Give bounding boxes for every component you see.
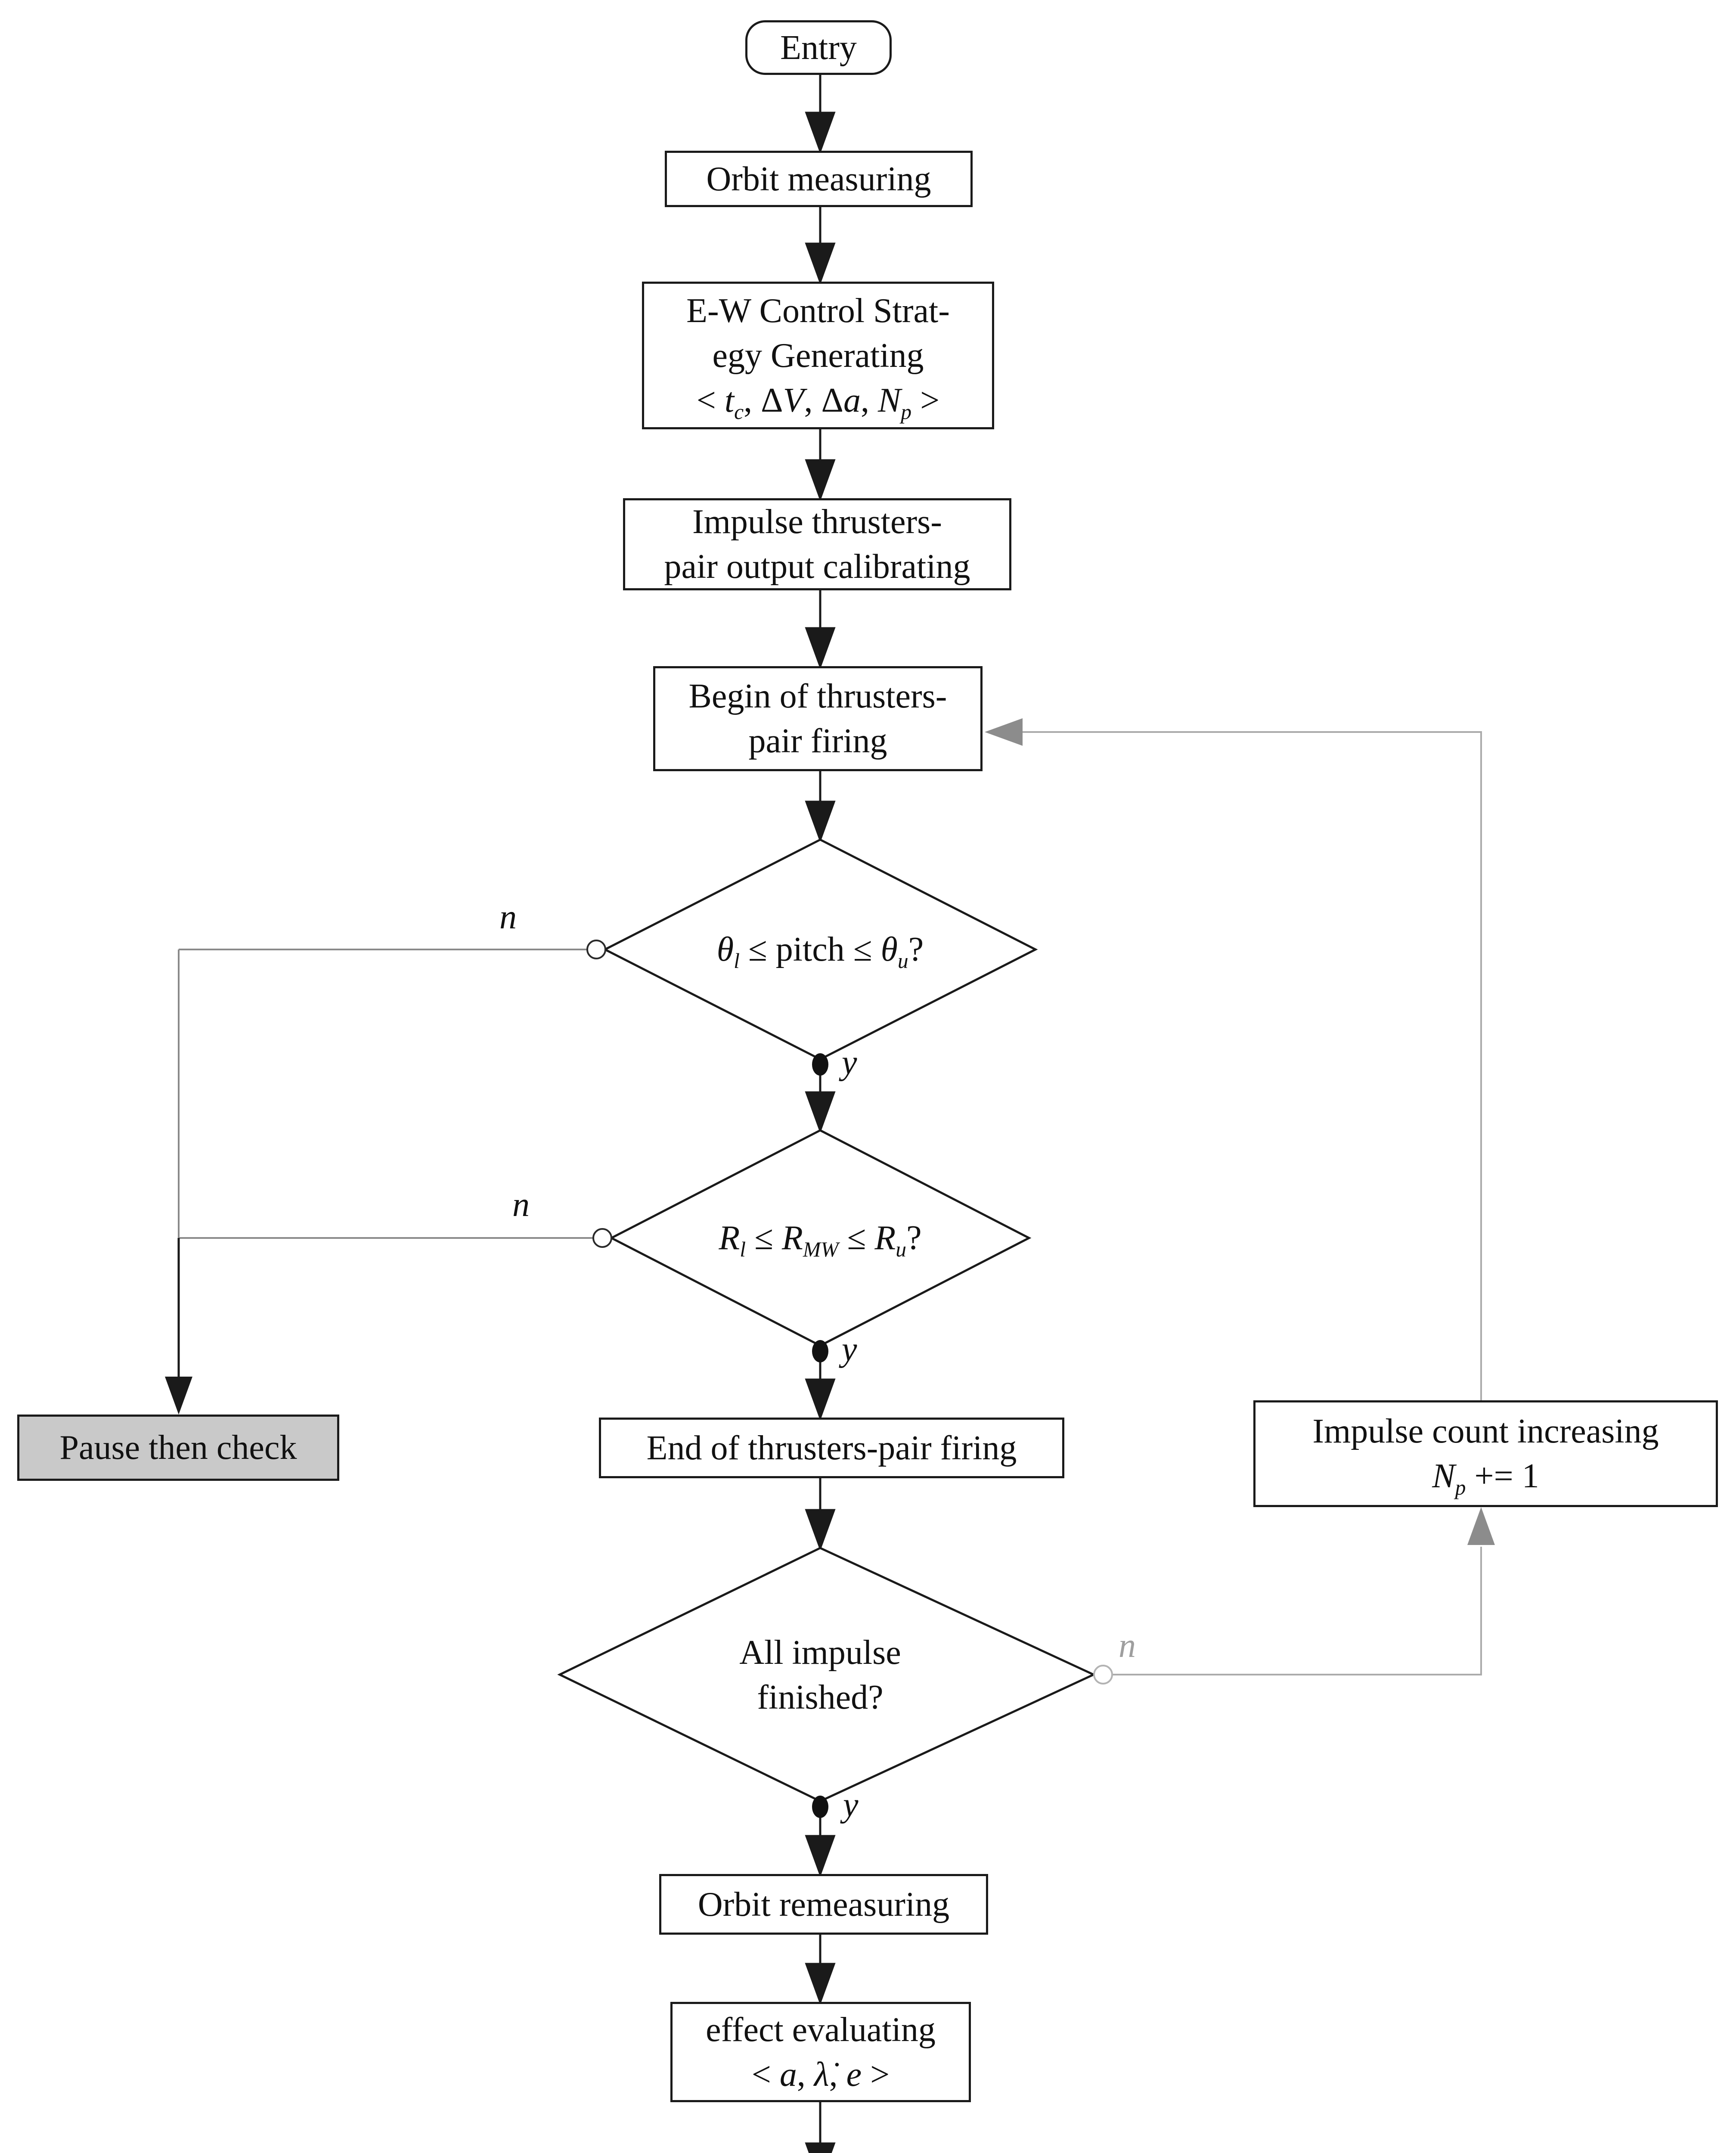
math-part: t — [724, 381, 735, 419]
math-part: > — [862, 2055, 890, 2094]
math-part: MW — [803, 1238, 839, 1261]
math-part: ≤ pitch ≤ — [739, 931, 881, 968]
main-flow-arrows — [805, 75, 836, 2153]
math-part: N — [877, 381, 901, 419]
math-part: ? — [906, 1219, 922, 1257]
math-part: Δ — [821, 381, 843, 419]
all-impulse-line2: finished? — [757, 1678, 884, 1716]
orbit-measuring-node: Orbit measuring — [665, 151, 973, 207]
loop-no-path — [985, 718, 1495, 1675]
math-part: R — [781, 1219, 803, 1257]
math-part: l — [740, 1238, 746, 1261]
impulse-calibrating-line2: pair output calibrating — [664, 548, 970, 586]
math-part: < — [696, 381, 725, 419]
effect-evaluating-line1: effect evaluating — [706, 2010, 936, 2049]
effect-evaluating-math: < a, λ̇, e > — [752, 2052, 890, 2097]
no-label-radius: n — [512, 1186, 530, 1224]
arrowhead-up-icon — [1467, 1507, 1495, 1545]
yes-label-radius: y — [842, 1331, 857, 1368]
begin-firing-line2: pair firing — [748, 722, 887, 760]
math-part: , — [860, 381, 878, 419]
begin-firing-node: Begin of thrusters- pair firing — [653, 666, 983, 771]
math-part: λ̇ — [814, 2055, 829, 2094]
pitch-check-text: θl ≤ pitch ≤ θu? — [605, 904, 1035, 995]
begin-firing-line1: Begin of thrusters- — [688, 677, 947, 715]
math-part: < — [751, 2055, 780, 2094]
yes-branch-dot-icon — [812, 1053, 828, 1076]
end-firing-node: End of thrusters-pair firing — [599, 1418, 1064, 1478]
math-part: N — [1432, 1457, 1455, 1495]
math-part: , — [744, 381, 761, 419]
math-part: p — [1455, 1476, 1466, 1499]
all-impulse-text: All impulse finished? — [562, 1610, 1079, 1740]
orbit-measuring-label: Orbit measuring — [706, 160, 931, 198]
no-label-pitch: n — [499, 898, 517, 936]
end-firing-label: End of thrusters-pair firing — [646, 1429, 1017, 1467]
no-branch-circle-icon — [586, 940, 606, 959]
math-part: , — [829, 2055, 846, 2094]
impulse-calibrating-line1: Impulse thrusters- — [692, 503, 942, 541]
math-part: θ — [880, 931, 898, 968]
no-branch-circle-icon — [1093, 1665, 1113, 1685]
impulse-count-math: Np += 1 — [1432, 1454, 1539, 1498]
ew-strategy-math: < tc, ΔV, Δa, Np > — [697, 378, 939, 423]
entry-node: Entry — [745, 20, 892, 75]
orbit-remeasuring-label: Orbit remeasuring — [698, 1885, 950, 1923]
orbit-remeasuring-node: Orbit remeasuring — [659, 1874, 988, 1935]
radius-check-expression: Rl ≤ RMW ≤ Ru? — [719, 1216, 921, 1260]
impulse-count-node: Impulse count increasing Np += 1 — [1253, 1400, 1718, 1507]
yes-branch-dot-icon — [812, 1796, 828, 1818]
yes-branch-dot-icon — [812, 1340, 828, 1362]
ew-strategy-node: E-W Control Strat- egy Generating < tc, … — [642, 282, 994, 429]
no-path-to-pause — [165, 949, 593, 1415]
math-part: a — [779, 2055, 797, 2094]
math-part: u — [897, 949, 908, 973]
radius-check-text: Rl ≤ RMW ≤ Ru? — [611, 1193, 1029, 1283]
math-part: ≤ — [838, 1219, 875, 1257]
math-part: p — [901, 400, 912, 424]
no-branch-circle-icon — [592, 1228, 612, 1248]
math-part: θ — [716, 931, 734, 968]
math-part: ? — [908, 931, 924, 968]
entry-label: Entry — [780, 28, 857, 67]
pause-check-node: Pause then check — [17, 1415, 339, 1481]
math-part: ≤ — [746, 1219, 782, 1257]
math-part: , — [797, 2055, 814, 2094]
math-part: R — [719, 1219, 740, 1257]
pitch-check-expression: θl ≤ pitch ≤ θu? — [717, 927, 924, 972]
math-part: += 1 — [1466, 1457, 1539, 1495]
ew-strategy-line2: egy Generating — [712, 336, 924, 375]
impulse-calibrating-node: Impulse thrusters- pair output calibrati… — [623, 498, 1011, 590]
math-part: R — [874, 1219, 896, 1257]
ew-strategy-line1: E-W Control Strat- — [686, 292, 950, 330]
math-part: V — [783, 381, 804, 419]
math-part: e — [846, 2055, 862, 2094]
math-part: l — [734, 949, 740, 973]
arrowhead-left-icon — [985, 718, 1023, 746]
math-part: > — [911, 381, 940, 419]
yes-label-all-impulse: y — [843, 1786, 859, 1824]
math-part: u — [896, 1238, 907, 1261]
math-part: , — [804, 381, 822, 419]
branch-markers — [586, 940, 1113, 1818]
arrowhead-down-icon — [165, 1377, 192, 1415]
math-part: a — [843, 381, 861, 419]
math-part: Δ — [761, 381, 783, 419]
decision-diamonds — [557, 838, 1096, 1802]
impulse-count-line1: Impulse count increasing — [1312, 1412, 1659, 1450]
math-part: c — [734, 400, 744, 424]
pause-check-label: Pause then check — [59, 1429, 297, 1467]
yes-label-pitch: y — [842, 1044, 857, 1082]
no-label-all-impulse: n — [1119, 1627, 1136, 1665]
all-impulse-line1: All impulse — [739, 1634, 901, 1672]
effect-evaluating-node: effect evaluating < a, λ̇, e > — [670, 2002, 971, 2102]
